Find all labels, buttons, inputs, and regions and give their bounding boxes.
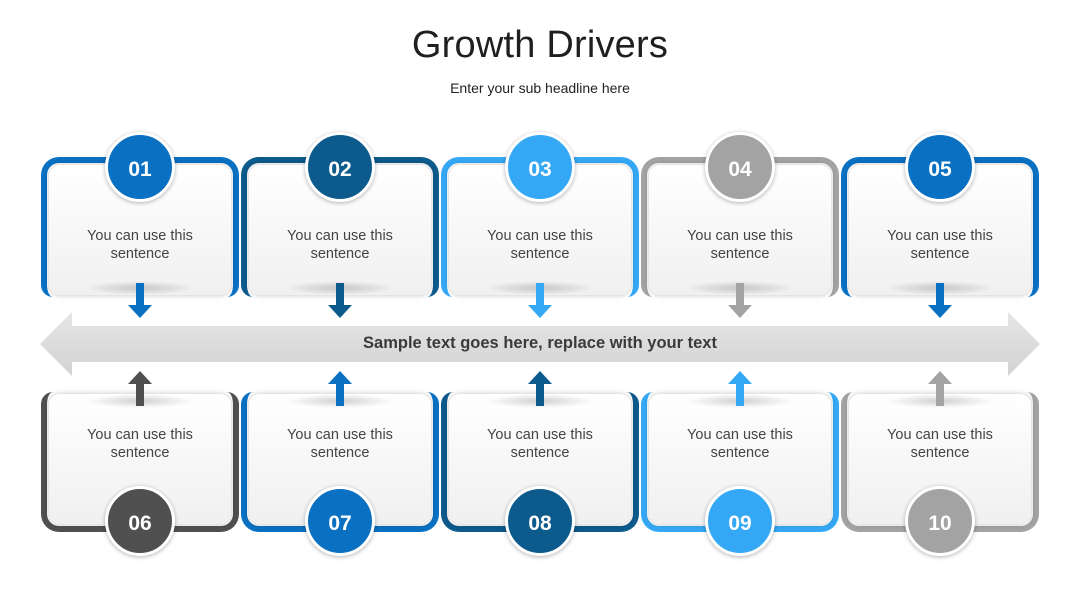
up-arrow-icon <box>928 371 952 406</box>
step-number-badge-06: 06 <box>105 486 175 556</box>
down-arrow-icon <box>928 283 952 318</box>
card-text-line2: sentence <box>310 445 370 461</box>
step-number-badge-10: 10 <box>905 486 975 556</box>
card-text-line2: sentence <box>310 246 370 262</box>
step-number-badge-09: 09 <box>705 486 775 556</box>
card-text: You can use this sentence <box>647 426 833 462</box>
up-arrow-icon <box>728 371 752 406</box>
card-text-line2: sentence <box>110 246 170 262</box>
step-number-badge-03: 03 <box>505 132 575 202</box>
card-text-line1: You can use this <box>487 228 593 244</box>
card-text-line2: sentence <box>510 246 570 262</box>
card-text: You can use this sentence <box>447 227 633 263</box>
card-text-line1: You can use this <box>287 427 393 443</box>
card-text-line2: sentence <box>910 246 970 262</box>
card-text: You can use this sentence <box>247 426 433 462</box>
card-text-line1: You can use this <box>887 228 993 244</box>
card-text-line2: sentence <box>510 445 570 461</box>
card-text-line1: You can use this <box>887 427 993 443</box>
step-number-badge-02: 02 <box>305 132 375 202</box>
card-text-line1: You can use this <box>287 228 393 244</box>
card-text-line1: You can use this <box>687 427 793 443</box>
card-text-line1: You can use this <box>687 228 793 244</box>
step-number-badge-04: 04 <box>705 132 775 202</box>
down-arrow-icon <box>728 283 752 318</box>
down-arrow-icon <box>128 283 152 318</box>
card-text-line2: sentence <box>710 246 770 262</box>
band-text: Sample text goes here, replace with your… <box>363 334 717 352</box>
card-text: You can use this sentence <box>647 227 833 263</box>
step-number-badge-01: 01 <box>105 132 175 202</box>
card-text-line2: sentence <box>110 445 170 461</box>
up-arrow-icon <box>128 371 152 406</box>
up-arrow-icon <box>328 371 352 406</box>
down-arrow-icon <box>528 283 552 318</box>
card-text: You can use this sentence <box>447 426 633 462</box>
step-number-badge-08: 08 <box>505 486 575 556</box>
page-title: Growth Drivers <box>411 24 669 66</box>
page-subtitle: Enter your sub headline here <box>450 80 630 96</box>
card-text: You can use this sentence <box>847 426 1033 462</box>
up-arrow-icon <box>528 371 552 406</box>
card-text-line1: You can use this <box>87 427 193 443</box>
card-text: You can use this sentence <box>47 227 233 263</box>
card-text: You can use this sentence <box>247 227 433 263</box>
card-text: You can use this sentence <box>47 426 233 462</box>
card-text-line1: You can use this <box>487 427 593 443</box>
card-text: You can use this sentence <box>847 227 1033 263</box>
card-text-line2: sentence <box>910 445 970 461</box>
down-arrow-icon <box>328 283 352 318</box>
step-number-badge-07: 07 <box>305 486 375 556</box>
card-text-line2: sentence <box>710 445 770 461</box>
card-text-line1: You can use this <box>87 228 193 244</box>
step-number-badge-05: 05 <box>905 132 975 202</box>
double-arrow-band <box>40 312 1040 376</box>
